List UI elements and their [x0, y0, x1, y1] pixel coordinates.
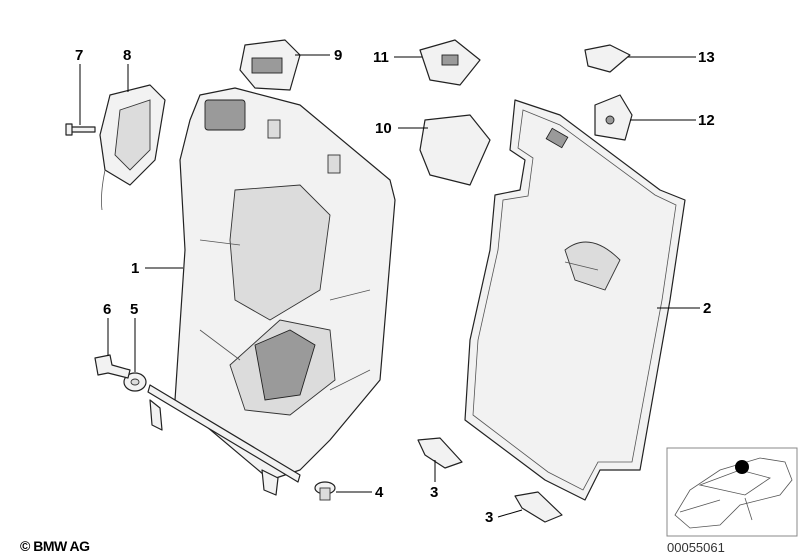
backrest-panel-part	[464, 99, 686, 501]
trim-part-11	[419, 39, 481, 86]
label-2: 2	[703, 300, 711, 317]
washer-part-5	[123, 372, 147, 392]
label-10: 10	[375, 120, 392, 137]
label-9: 9	[334, 47, 342, 64]
bolt-part-6	[94, 354, 131, 379]
lock-part-8	[99, 84, 166, 211]
backrest-frame-part	[147, 87, 396, 496]
cover-part-3b	[514, 491, 563, 523]
label-8: 8	[123, 47, 131, 64]
label-5: 5	[130, 301, 138, 318]
clip-part-4	[314, 481, 336, 501]
cover-part-3a	[417, 437, 463, 469]
copyright-text: © BMW AG	[20, 538, 90, 554]
latch-part-9	[239, 39, 301, 91]
label-3b: 3	[485, 509, 493, 526]
label-12: 12	[698, 112, 715, 129]
bracket-part-10	[419, 114, 491, 186]
leader-lines	[79, 54, 700, 518]
label-3a: 3	[430, 484, 438, 501]
label-4: 4	[375, 484, 384, 501]
screw-part-7	[65, 123, 96, 136]
label-1: 1	[131, 260, 139, 277]
label-6: 6	[103, 301, 111, 318]
pad-part-13	[584, 44, 631, 73]
label-13: 13	[698, 49, 715, 66]
car-location-thumbnail	[666, 447, 798, 537]
reference-number: 00055061	[667, 540, 725, 555]
label-7: 7	[75, 47, 83, 64]
trim-part-12	[594, 94, 633, 141]
label-11: 11	[373, 49, 389, 66]
